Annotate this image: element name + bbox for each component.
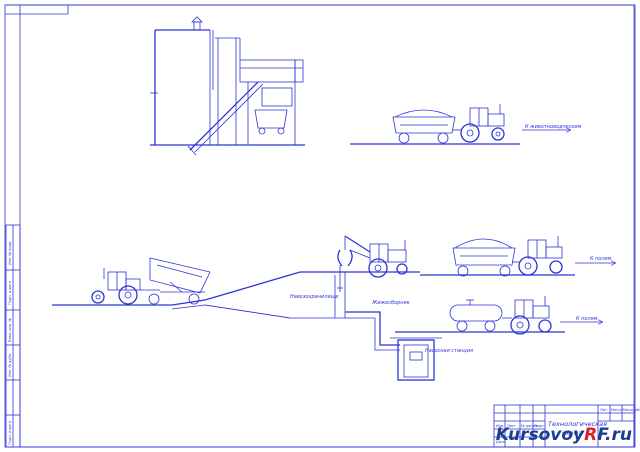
title-line-1: Технологическая (548, 420, 607, 428)
upper-arrow-label: К полям (590, 256, 612, 262)
title-block: Изм. Лист № докум. Подп. Дата Лит. Масса… (493, 404, 640, 448)
tb-right-0: Лит. (600, 408, 608, 412)
left-tractor-dump-trailer (91, 257, 211, 305)
storage-building (150, 29, 305, 156)
tb-left-1: Лист (507, 424, 516, 428)
loader-tractor (337, 235, 408, 278)
label-well: Насосная станция (425, 348, 473, 354)
top-tractor-trailer (392, 104, 505, 144)
tanker-tractor (449, 296, 552, 335)
side-stamp-4: Подп. и дата (8, 421, 12, 445)
manure-pit: Навозохранилище (171, 265, 346, 319)
vent-icon (191, 16, 203, 31)
side-stamp-1: Подп. и дата (8, 281, 12, 305)
tb-left-2: № докум. (521, 424, 538, 428)
tb-left-3: Подп. (534, 424, 545, 428)
side-stamp-3: Инв. № дубл. (8, 353, 12, 377)
right-tractor-trailer (452, 236, 563, 277)
side-stamp-0: Инв. № подл. (8, 241, 12, 265)
title-line-2: схема (562, 429, 582, 437)
bottom-scene: Навозохранилище Жижесборник Насосная ста… (52, 235, 615, 381)
sheet-frame (4, 4, 636, 448)
top-scene: К животноводческим (150, 16, 582, 156)
top-arrow-label: К животноводческим (525, 124, 582, 130)
tb-right-2: Масштаб (623, 408, 640, 412)
side-stamp: Инв. № подл. Подп. и дата Взам. инв. № И… (5, 224, 21, 448)
label-pipe: Жижесборник (371, 300, 410, 306)
side-stamp-2: Взам. инв. № (8, 318, 12, 342)
watermark-r: R (584, 425, 598, 445)
pipe-and-well: Жижесборник Насосная станция (345, 300, 473, 381)
label-pit: Навозохранилище (290, 294, 339, 300)
tb-right-1: Масса (611, 408, 622, 412)
lower-arrow-label: К полям (576, 316, 598, 322)
watermark-prefix: Kursovoy (495, 425, 585, 445)
tb-left-0: Изм. (496, 424, 504, 428)
watermark-suffix: F.ru (597, 425, 632, 445)
tb-left-4: Дата (496, 440, 505, 444)
